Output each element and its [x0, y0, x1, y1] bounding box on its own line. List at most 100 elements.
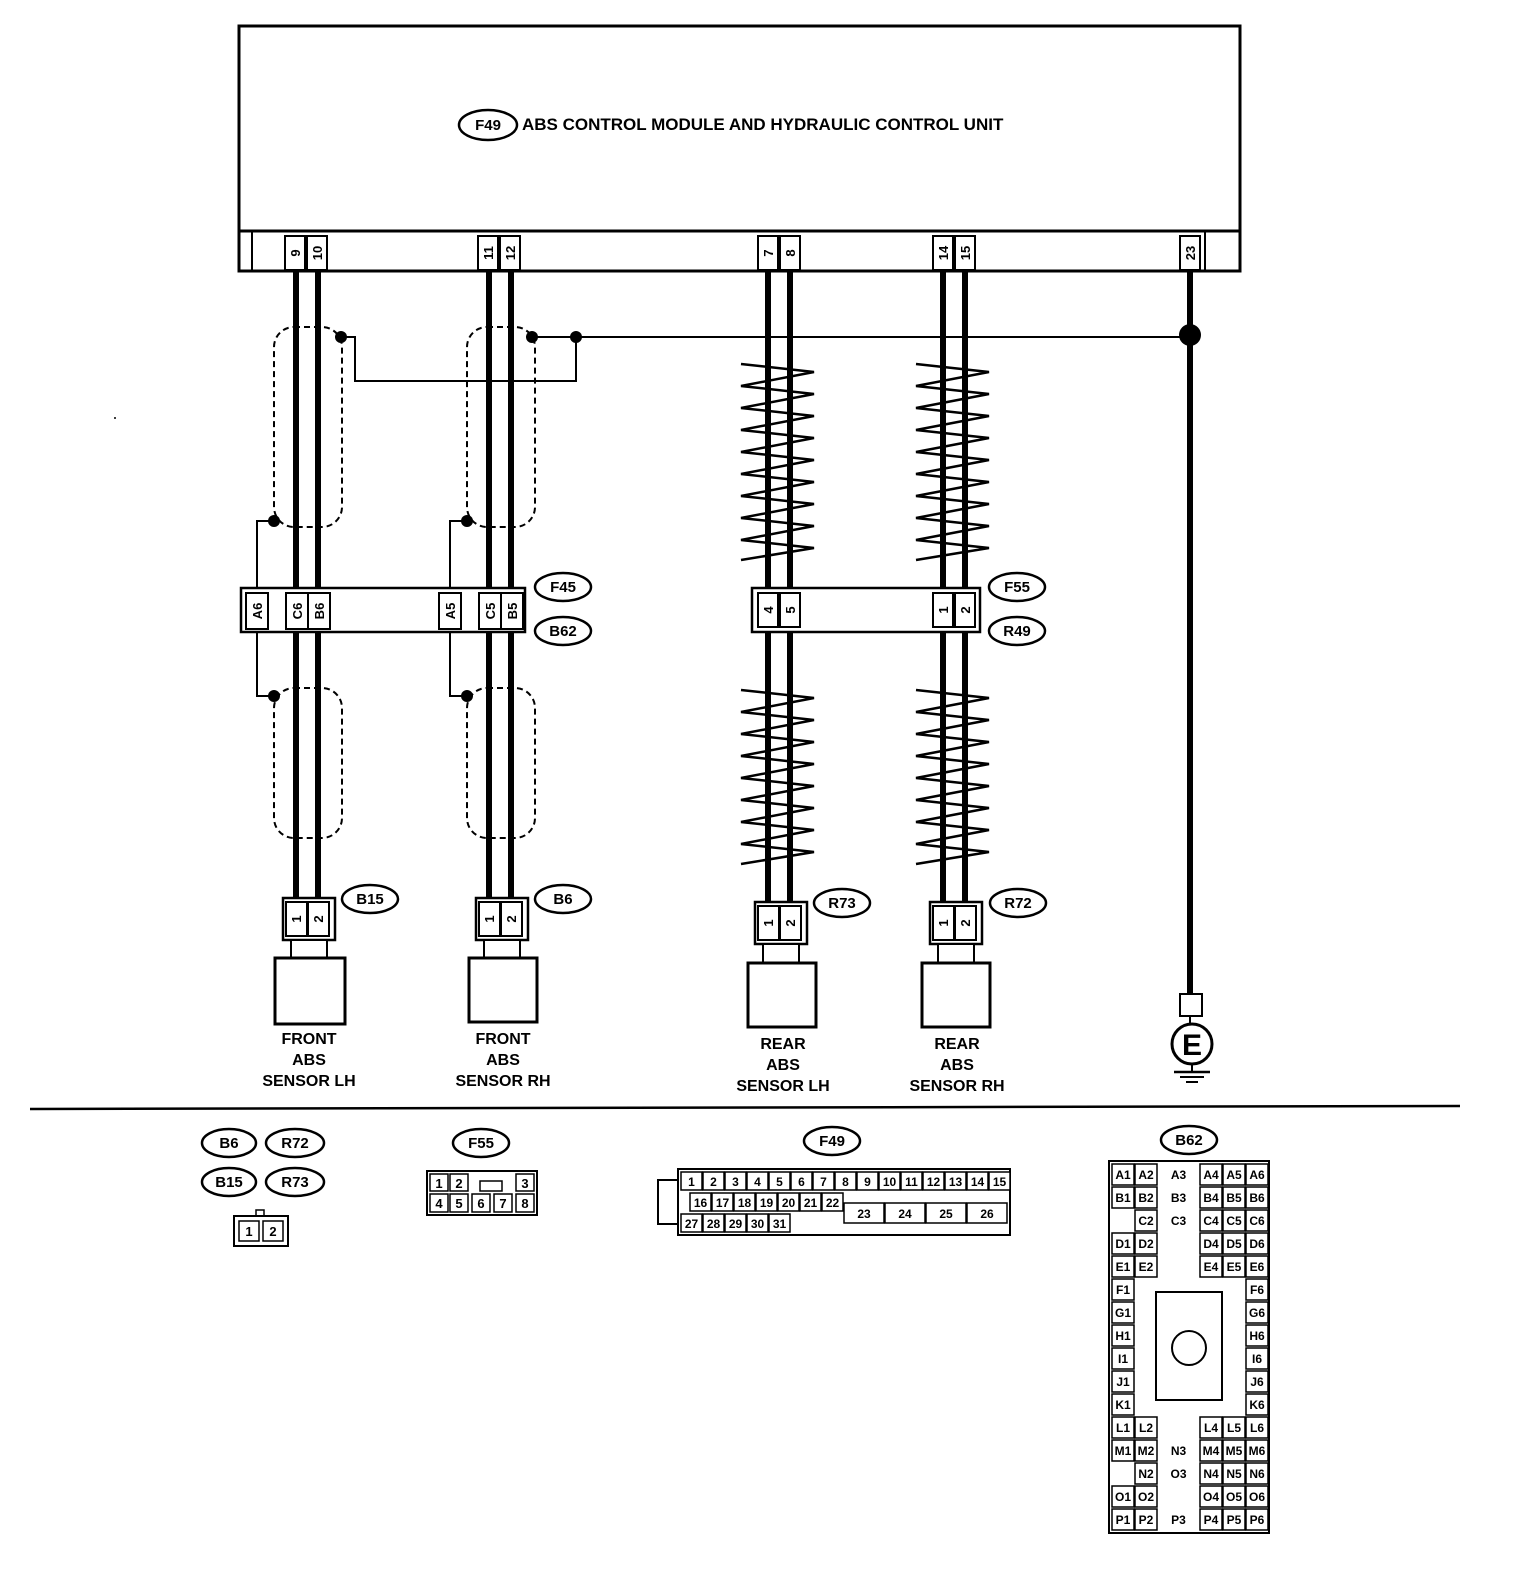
junction-f55-badge: F55 [987, 571, 1047, 603]
legend-b62-pin: M6 [1249, 1444, 1266, 1458]
sensor-label-line: ABS [766, 1057, 800, 1074]
legend-b62-pin: O1 [1115, 1490, 1131, 1504]
ground-symbol[interactable]: E [1170, 993, 1214, 1083]
sensor-pin-2: 2 [311, 915, 326, 922]
sensor-code: B6 [553, 891, 572, 908]
junction-pin-b6: B6 [312, 603, 327, 620]
legend-code-b6: B6 [219, 1135, 238, 1152]
junction-pin-a5: A5 [443, 603, 458, 620]
shield-front-rh-lower [466, 687, 536, 839]
sensor-pin-2: 2 [783, 919, 798, 926]
legend-sensor-pin-1: 1 [245, 1224, 252, 1239]
junction-pin-2: 2 [958, 606, 973, 613]
legend-f49-pin: 17 [716, 1196, 730, 1210]
legend-b62-pin: A6 [1249, 1168, 1265, 1182]
junction-pin-1: 1 [936, 606, 951, 613]
legend-sensor-pin-2: 2 [269, 1224, 276, 1239]
legend-f49-pin: 26 [980, 1207, 994, 1221]
sensor-label-line: ABS [486, 1052, 520, 1069]
legend-f55-pin-4: 4 [435, 1196, 443, 1211]
junction-pin-5: 5 [783, 606, 798, 613]
legend-b62-pin: G6 [1249, 1306, 1265, 1320]
section-divider [29, 1104, 1461, 1111]
legend-code-r73: R73 [281, 1174, 309, 1191]
legend-b62-pin: B6 [1249, 1191, 1265, 1205]
junction-pin-a6: A6 [250, 603, 265, 620]
sensor-label-line: SENSOR RH [455, 1073, 550, 1090]
module-pins: 9 10 11 12 7 8 14 15 23 [284, 235, 1201, 271]
legend-b62-pin: P4 [1204, 1513, 1219, 1527]
legend-b62-pin: J6 [1250, 1375, 1264, 1389]
sensor-label-line: ABS [292, 1052, 326, 1069]
sensor-body [746, 961, 818, 1029]
legend-f49-pin: 5 [776, 1175, 783, 1189]
junction-r49-badge: R49 [987, 615, 1047, 647]
legend-b62-pin: A3 [1171, 1168, 1187, 1182]
legend-f55-pin-5: 5 [455, 1196, 462, 1211]
legend-b62-pin: D2 [1138, 1237, 1154, 1251]
sensor-pin-2: 2 [958, 919, 973, 926]
sensor-body [273, 956, 347, 1026]
sensor-code: B15 [356, 891, 384, 908]
legend-b62-pin: H6 [1249, 1329, 1265, 1343]
legend-f49-pin: 14 [971, 1175, 985, 1189]
legend-b62-pin: O3 [1170, 1467, 1186, 1481]
junction-rear[interactable]: 4 5 1 2 [750, 586, 982, 634]
sensor-label-line: REAR [760, 1036, 806, 1053]
junction-pin-b5: B5 [505, 603, 520, 620]
legend-b62-code: B62 [1175, 1132, 1203, 1149]
twisted-pairs [740, 362, 990, 866]
legend-b62-pin: G1 [1115, 1306, 1131, 1320]
legend-b62-pin: L1 [1116, 1421, 1130, 1435]
legend-f55-pin-3: 3 [521, 1176, 528, 1191]
junction-r49-label: R49 [1003, 623, 1031, 640]
legend-b62-pin: E6 [1250, 1260, 1265, 1274]
legend-f49-pin: 18 [738, 1196, 752, 1210]
junction-b62-label: B62 [549, 623, 577, 640]
legend-b62-pin: N5 [1226, 1467, 1242, 1481]
legend-b62-pin: P3 [1171, 1513, 1186, 1527]
legend-f55-pin-6: 6 [477, 1196, 484, 1211]
legend-b62-pin: D6 [1249, 1237, 1265, 1251]
legend-b62-pin: J1 [1116, 1375, 1130, 1389]
legend-f49-pin: 2 [710, 1175, 717, 1189]
legend-f49-pin: 20 [782, 1196, 796, 1210]
junction-f55-label: F55 [1004, 579, 1030, 596]
wires [293, 271, 1193, 994]
twist-rear-rh-lower [915, 688, 990, 866]
legend-b62-pin: N6 [1249, 1467, 1265, 1481]
sensor-pin-1: 1 [289, 915, 304, 922]
legend-f49-pin: 24 [898, 1207, 912, 1221]
module-code: F49 [475, 117, 501, 134]
sensor-code: R73 [828, 895, 856, 912]
legend-b62-pin: L2 [1139, 1421, 1153, 1435]
legend-b62-pin: N2 [1138, 1467, 1154, 1481]
legend-b62-pin: C6 [1249, 1214, 1265, 1228]
legend-b62-pin: M5 [1226, 1444, 1243, 1458]
junction-front[interactable]: A6 C6 B6 A5 C5 B5 [239, 586, 527, 634]
sensor-pin-2: 2 [504, 915, 519, 922]
abs-module[interactable]: F49 ABS CONTROL MODULE AND HYDRAULIC CON… [237, 24, 1242, 273]
legend-b62-pin: O4 [1203, 1490, 1219, 1504]
legend-b62-pin: M2 [1138, 1444, 1155, 1458]
legend-b62-pin: H1 [1115, 1329, 1131, 1343]
legend-b62-pin: F1 [1116, 1283, 1130, 1297]
legend-b62-pin: E1 [1116, 1260, 1131, 1274]
shield-front-rh-upper [466, 326, 536, 528]
speck [114, 417, 116, 419]
module-pin-14: 14 [936, 245, 951, 260]
legend-code-r72: R72 [281, 1135, 309, 1152]
junction-pin-c6: C6 [290, 603, 305, 620]
module-pin-11: 11 [481, 246, 496, 260]
sensor-pin-1: 1 [761, 919, 776, 926]
shields [273, 326, 536, 839]
legend-f49-pin: 10 [883, 1175, 897, 1189]
legend-f49-pin: 9 [864, 1175, 871, 1189]
legend-f49-pin: 22 [826, 1196, 840, 1210]
